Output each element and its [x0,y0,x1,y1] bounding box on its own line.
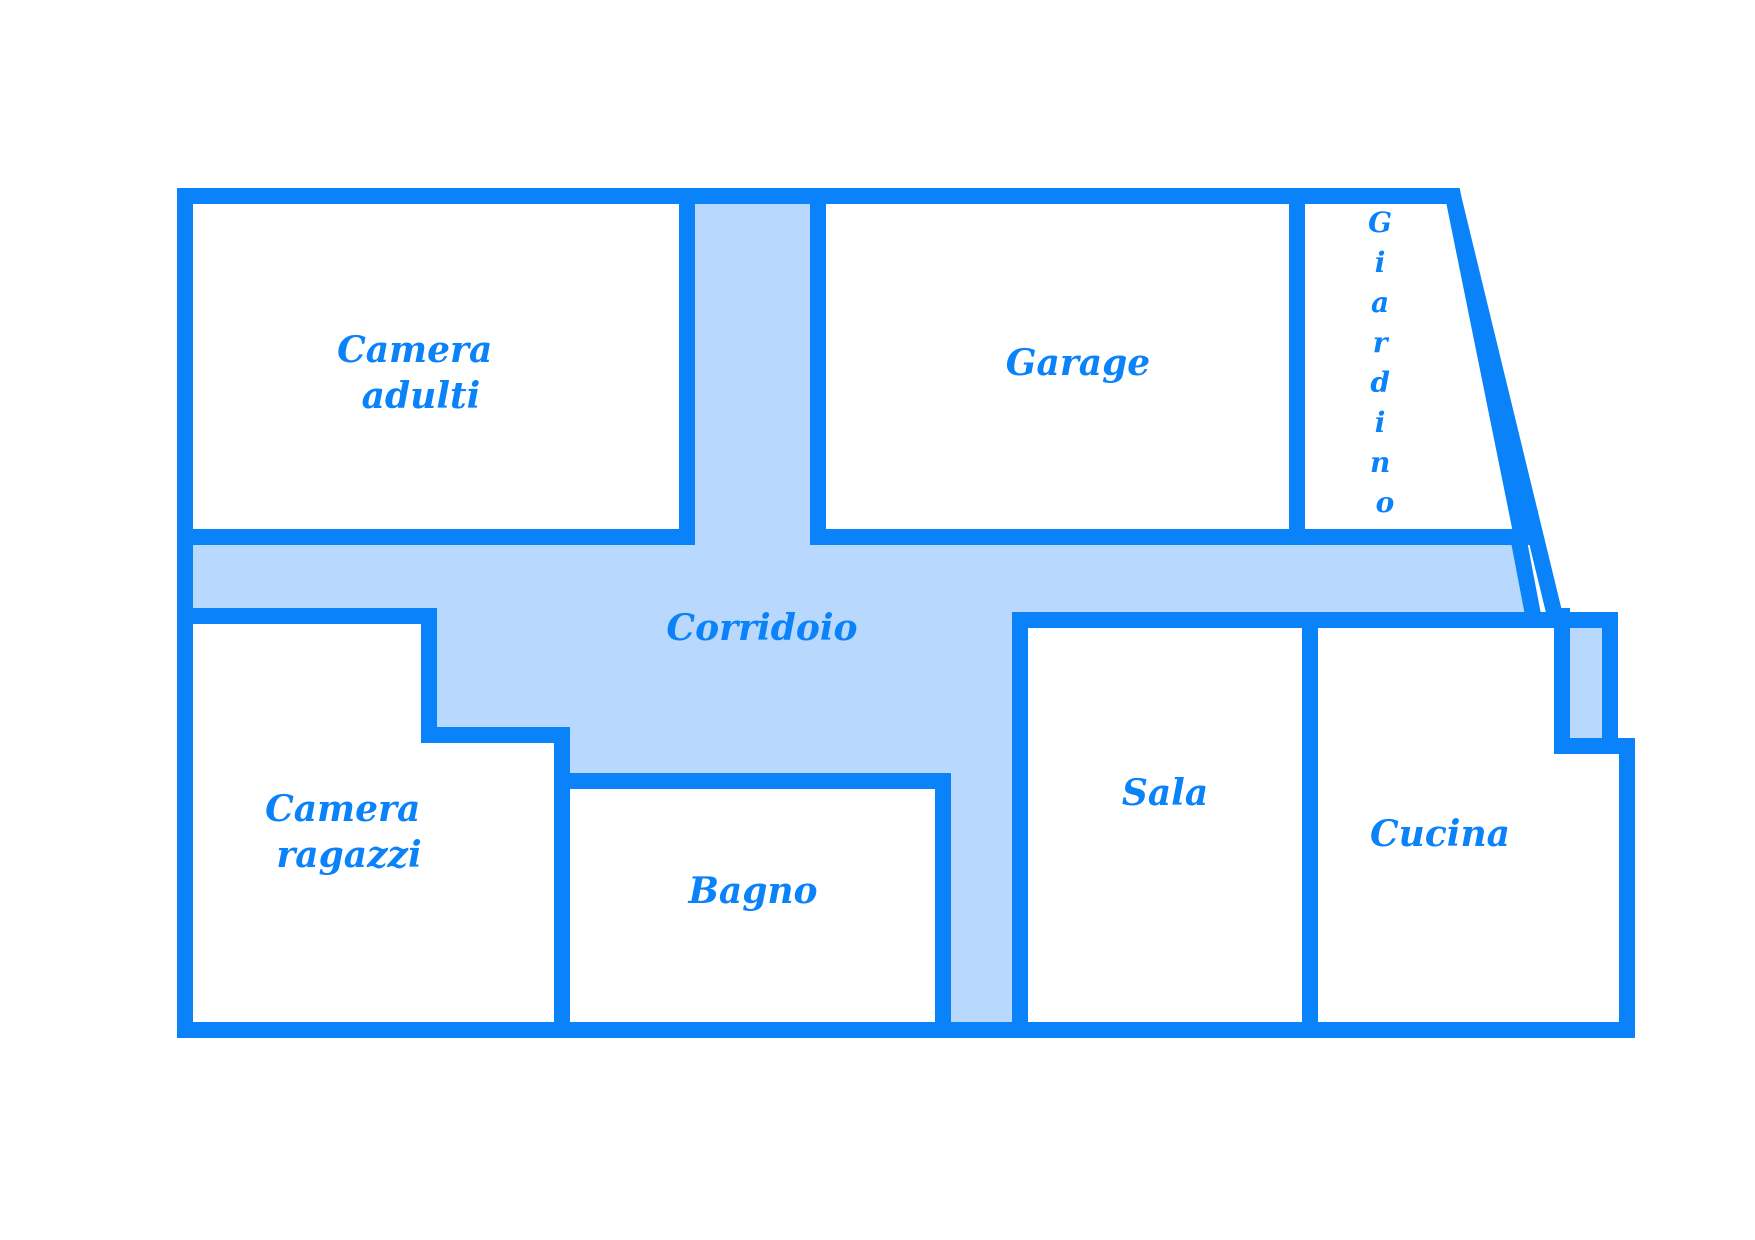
label-sala: Sala [1122,772,1208,814]
label-camera-ragazzi: Camera ragazzi [265,788,433,876]
outer-wall [177,188,1635,1038]
label-corridoio: Corridoio [666,607,857,649]
label-bagno: Bagno [687,870,817,912]
label-cucina: Cucina [1370,813,1510,855]
room-sala [1012,612,1318,1038]
label-camera-adulti: Camera adulti [337,329,505,417]
label-giardino: G i a r d i n o [1368,206,1402,519]
label-garage: Garage [1006,342,1150,384]
